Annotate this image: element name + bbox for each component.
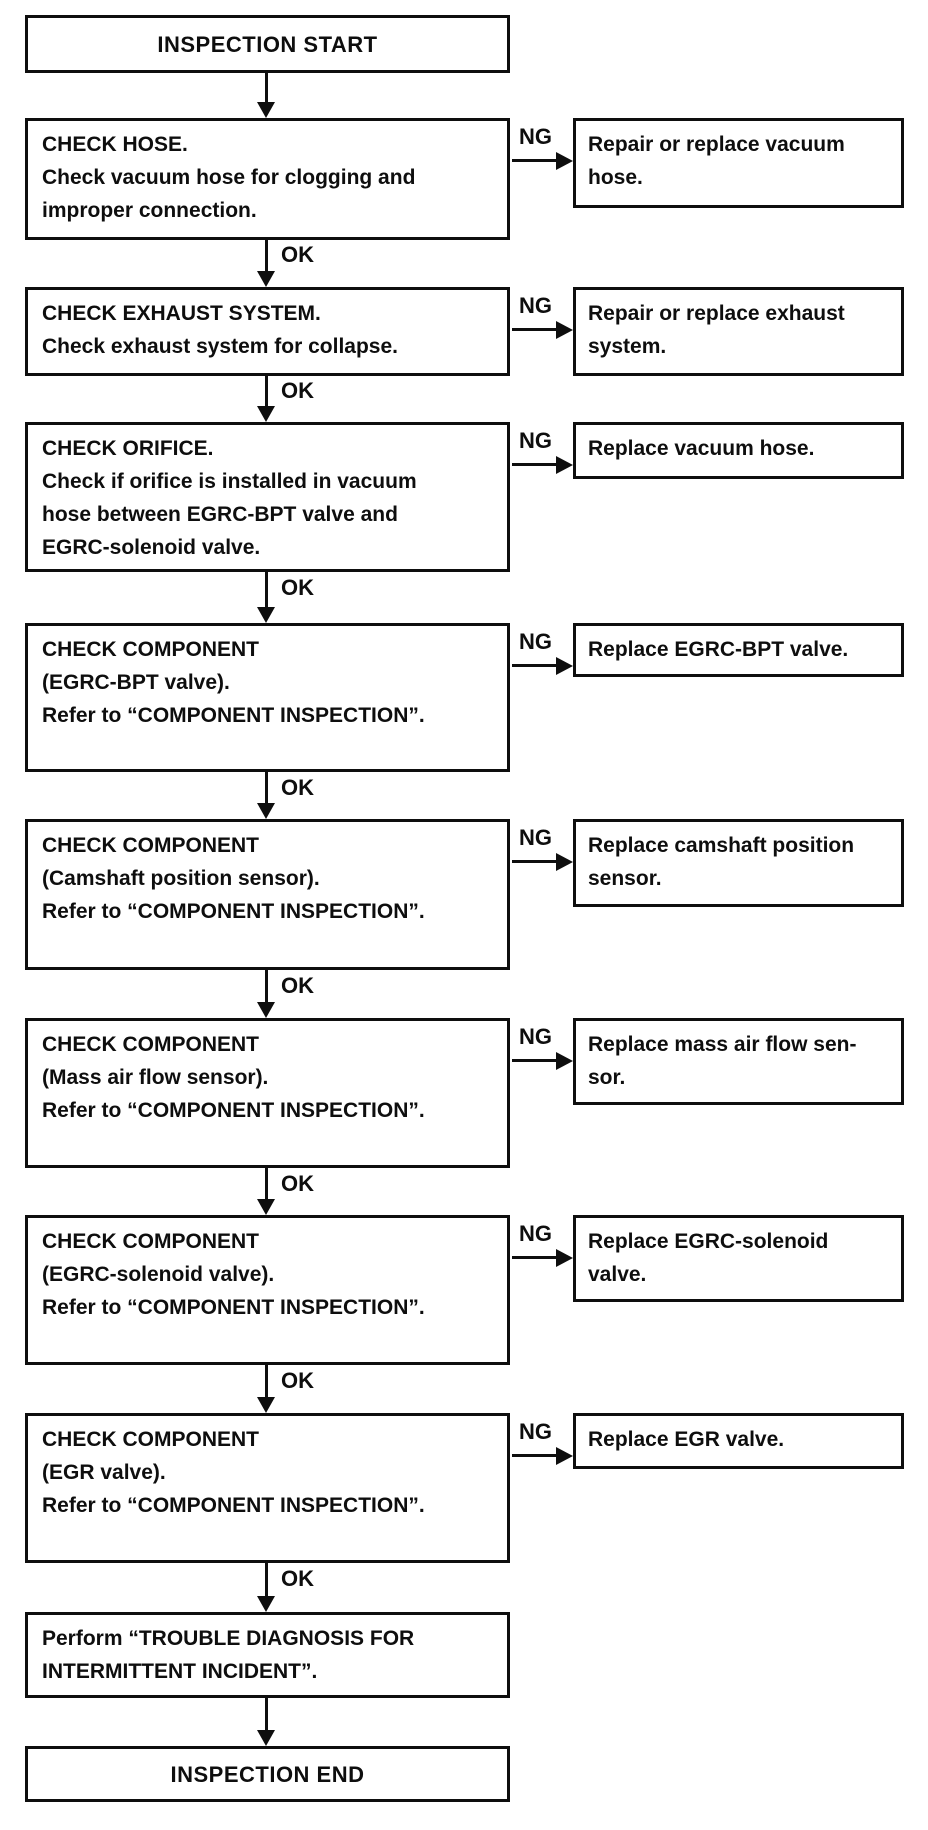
arrowhead-right-icon bbox=[556, 152, 573, 170]
connector-down-line bbox=[265, 376, 268, 406]
connector-ng-line bbox=[512, 463, 559, 466]
ok-label: OK bbox=[279, 775, 316, 800]
arrowhead-right-icon bbox=[556, 321, 573, 339]
ok-label: OK bbox=[279, 575, 316, 600]
arrowhead-right-icon bbox=[556, 1447, 573, 1465]
arrowhead-down-icon bbox=[257, 102, 275, 118]
ok-label: OK bbox=[279, 1171, 316, 1196]
ok-label: OK bbox=[279, 378, 316, 403]
arrowhead-down-icon bbox=[257, 1397, 275, 1413]
ng-label: NG bbox=[517, 1419, 554, 1444]
connector-down-line bbox=[265, 1168, 268, 1199]
ng-label: NG bbox=[517, 1221, 554, 1246]
check-step-box: CHECK COMPONENT (Camshaft position senso… bbox=[25, 819, 510, 970]
check-step-box: CHECK EXHAUST SYSTEM. Check exhaust syst… bbox=[25, 287, 510, 376]
ng-action-box: Replace EGR valve. bbox=[573, 1413, 904, 1469]
connector-down-line bbox=[265, 1698, 268, 1730]
arrowhead-right-icon bbox=[556, 657, 573, 675]
ng-action-box: Replace EGRC-BPT valve. bbox=[573, 623, 904, 677]
connector-down-line bbox=[265, 240, 268, 271]
ok-label: OK bbox=[279, 1368, 316, 1393]
arrowhead-down-icon bbox=[257, 1596, 275, 1612]
connector-down-line bbox=[265, 970, 268, 1002]
ng-action-box: Repair or replace vacuum hose. bbox=[573, 118, 904, 208]
ng-label: NG bbox=[517, 825, 554, 850]
final-step-box: Perform “TROUBLE DIAGNOSIS FOR INTERMITT… bbox=[25, 1612, 510, 1698]
ok-label: OK bbox=[279, 242, 316, 267]
arrowhead-right-icon bbox=[556, 1052, 573, 1070]
ok-label: OK bbox=[279, 1566, 316, 1591]
arrowhead-down-icon bbox=[257, 803, 275, 819]
connector-ng-line bbox=[512, 159, 559, 162]
ng-label: NG bbox=[517, 124, 554, 149]
connector-down-line bbox=[265, 1563, 268, 1596]
check-step-box: CHECK COMPONENT (EGRC-BPT valve). Refer … bbox=[25, 623, 510, 772]
ng-action-box: Replace camshaft position sensor. bbox=[573, 819, 904, 907]
arrowhead-down-icon bbox=[257, 1199, 275, 1215]
connector-ng-line bbox=[512, 328, 559, 331]
check-step-box: CHECK COMPONENT (EGRC-solenoid valve). R… bbox=[25, 1215, 510, 1365]
connector-down-line bbox=[265, 772, 268, 803]
connector-ng-line bbox=[512, 1059, 559, 1062]
check-step-box: CHECK COMPONENT (EGR valve). Refer to “C… bbox=[25, 1413, 510, 1563]
connector-ng-line bbox=[512, 1256, 559, 1259]
ng-action-box: Replace EGRC-solenoid valve. bbox=[573, 1215, 904, 1302]
check-step-box: CHECK COMPONENT (Mass air flow sensor). … bbox=[25, 1018, 510, 1168]
arrowhead-down-icon bbox=[257, 1002, 275, 1018]
node-inspection-end: INSPECTION END bbox=[25, 1746, 510, 1802]
arrowhead-down-icon bbox=[257, 406, 275, 422]
ng-label: NG bbox=[517, 428, 554, 453]
ng-label: NG bbox=[517, 629, 554, 654]
ng-label: NG bbox=[517, 293, 554, 318]
ng-label: NG bbox=[517, 1024, 554, 1049]
ng-action-box: Replace mass air flow sen- sor. bbox=[573, 1018, 904, 1105]
arrowhead-down-icon bbox=[257, 607, 275, 623]
node-inspection-start: INSPECTION START bbox=[25, 15, 510, 73]
ng-action-box: Replace vacuum hose. bbox=[573, 422, 904, 479]
connector-ng-line bbox=[512, 860, 559, 863]
connector-down-line bbox=[265, 572, 268, 607]
connector-down-line bbox=[265, 1365, 268, 1397]
ok-label: OK bbox=[279, 973, 316, 998]
arrowhead-down-icon bbox=[257, 1730, 275, 1746]
connector-ng-line bbox=[512, 1454, 559, 1457]
connector-down-line bbox=[265, 73, 268, 104]
arrowhead-right-icon bbox=[556, 853, 573, 871]
ng-action-box: Repair or replace exhaust system. bbox=[573, 287, 904, 376]
arrowhead-down-icon bbox=[257, 271, 275, 287]
arrowhead-right-icon bbox=[556, 456, 573, 474]
check-step-box: CHECK ORIFICE. Check if orifice is insta… bbox=[25, 422, 510, 572]
connector-ng-line bbox=[512, 664, 559, 667]
arrowhead-right-icon bbox=[556, 1249, 573, 1267]
check-step-box: CHECK HOSE. Check vacuum hose for cloggi… bbox=[25, 118, 510, 240]
